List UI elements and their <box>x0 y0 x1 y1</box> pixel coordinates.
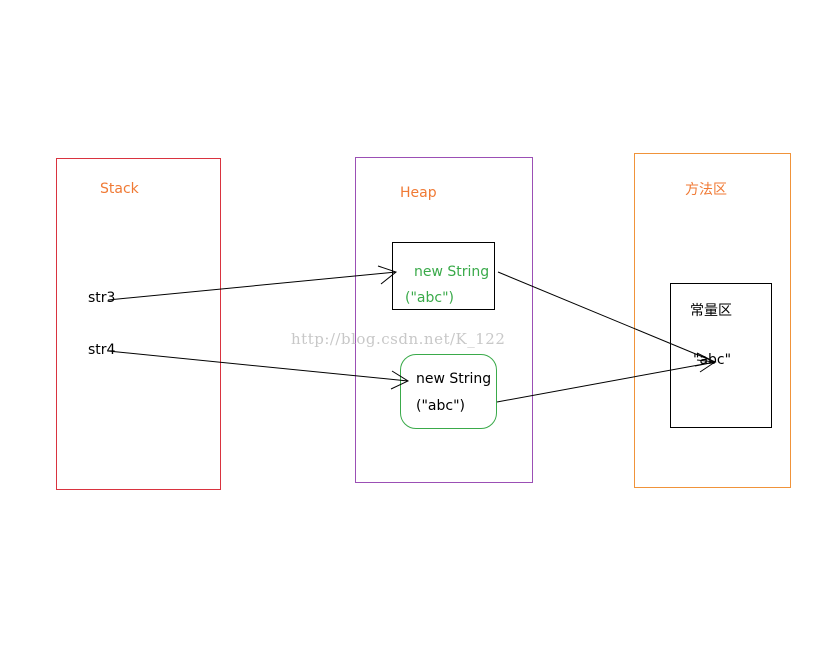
constant-pool-title: 常量区 <box>690 303 732 319</box>
heap-title: Heap <box>400 185 437 201</box>
variable-str3: str3 <box>88 290 116 306</box>
heap-object-2 <box>400 354 497 429</box>
method-area-title: 方法区 <box>685 182 727 198</box>
stack-title: Stack <box>100 181 139 197</box>
stack-region <box>56 158 221 490</box>
heap-region <box>355 157 533 483</box>
heap-object-1-constructor: new String <box>414 264 490 280</box>
heap-object-2-constructor: new String <box>416 371 492 387</box>
variable-str4: str4 <box>88 342 116 358</box>
constant-pool-literal: "abc" <box>693 352 732 368</box>
heap-object-2-argument: ("abc") <box>416 398 465 414</box>
heap-object-1-argument: ("abc") <box>405 290 454 306</box>
watermark: http://blog.csdn.net/K_122 <box>291 330 506 348</box>
